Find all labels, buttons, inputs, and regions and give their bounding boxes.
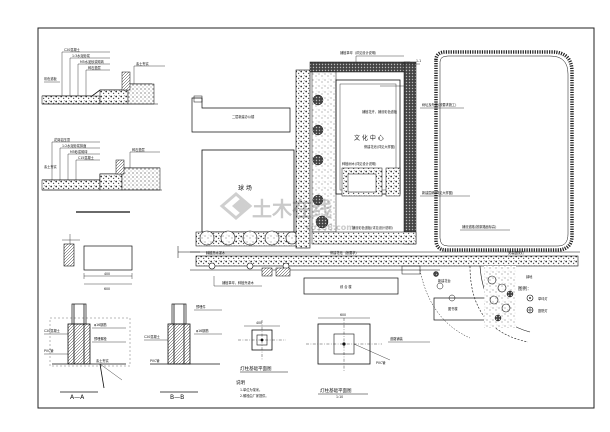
aa-note-4: PVC管 <box>44 348 54 353</box>
paving-section-top: C20混凝土 1:3水泥砂浆 M5水泥砂浆砌砖 碎石垫层 素土夯实 彩色道板 <box>41 47 165 105</box>
callout-13: 新建花台 <box>438 278 451 283</box>
building-south-1-label: 综 合 楼 <box>340 284 352 289</box>
section-top-note-1: C20混凝土 <box>64 47 81 52</box>
callout-6: 树坛及布置(按要求施工) <box>422 102 456 107</box>
aa-note-3: C20混凝土 <box>44 328 61 333</box>
callout-3: 修建花池(详见大样图) <box>364 144 395 149</box>
section-top-note-2: 1:3水泥砂浆 <box>72 53 91 58</box>
plan1-title: 灯柱基础平面图 <box>240 365 272 372</box>
east-green-area: 树坛及布置(按要求施工) 新建围墙(详见大样图) 铺设道路(按原路面标高) <box>420 50 574 252</box>
section-mid-note-3: M5砂浆砌砖 <box>70 149 88 154</box>
bb-note-2: φ16钢筋 <box>196 328 209 333</box>
section-top-leaders <box>61 51 165 96</box>
plan2-title: 灯柱基础平面图 <box>320 387 352 394</box>
planter-section-middle: 花岗岩压顶 1:2水泥砂浆抹面 M5砂浆砌砖 C15混凝土 碎石垫层 素土夯实 <box>41 137 162 213</box>
section-aa-title: A—A <box>70 394 85 401</box>
legend-label-lawn-lamp: 草坪灯 <box>538 296 548 301</box>
callout-7: 新建围墙(详见大样图) <box>422 190 453 195</box>
drawing-border <box>37 27 595 409</box>
callout-14: 绿地 <box>526 274 533 279</box>
remarks: 说明 1.单位为毫米。 2.螺栓由厂家提供。 <box>236 379 269 398</box>
building-existing-label: 二层新建办公楼 <box>232 114 255 119</box>
callout-2: 铺植花卉，铺设彩色道板 <box>362 109 398 114</box>
hedge-row <box>195 230 301 247</box>
grid-label: 1-1 <box>416 59 421 63</box>
watermark-url: co188.com <box>306 223 355 232</box>
callout-4: 种植树木(详见设计说明) <box>342 161 376 166</box>
building-south-2-label: 图书楼 <box>448 306 458 311</box>
callout-12: 铺植草坪，种植乔灌木 <box>222 280 255 285</box>
section-mid-note-2: 1:2水泥砂浆抹面 <box>62 143 86 148</box>
aa-note-1: φ16钢筋 <box>94 322 107 327</box>
callout-15: 道路铺装 <box>390 336 404 341</box>
watermark: 土木在线 co188.com <box>219 192 355 232</box>
section-top-note-4: 碎石垫层 <box>88 65 101 70</box>
bb-note-4: PVC管 <box>150 358 160 363</box>
road-strip: 种植乔木灌木 修建花坛（按要求） 安装庭院灯 <box>190 250 580 275</box>
lamp-row <box>208 262 291 277</box>
se-garden: 绿地 道路铺装 <box>388 265 533 343</box>
section-mid-note-6: 素土夯实 <box>44 164 57 169</box>
aa-note-5: 素土夯实 <box>96 358 109 363</box>
footing-dim-long: 600 <box>104 287 110 291</box>
section-top-note-5: 素土夯实 <box>136 61 149 66</box>
watermark-logo-icon <box>219 192 253 220</box>
plan2-dim: 600 <box>340 313 346 317</box>
existing-office-building: 二层新建办公楼 <box>191 95 291 133</box>
section-mid-note-1: 花岗岩压顶 <box>54 137 71 142</box>
plan2-pvc: PVC管 <box>376 360 386 365</box>
legend-title: 图例： <box>518 285 532 292</box>
section-top-note-3: M5水泥砂浆砌砖 <box>80 59 105 64</box>
watermark-text: 土木在线 <box>252 197 332 221</box>
south-buildings: 综 合 楼 图书楼 铺植草坪，种植乔灌木 新建花台 <box>213 276 493 321</box>
callout-10: 修建花坛（按要求） <box>330 250 359 255</box>
callout-9: 种植乔木灌木 <box>206 250 226 255</box>
legend-label-garden-lamp: 庭院灯 <box>538 308 548 313</box>
footing-dim: 400 <box>104 272 110 276</box>
remark-2: 2.螺栓由厂家提供。 <box>240 393 269 398</box>
section-mid-leaders <box>51 141 160 180</box>
bb-note-3: C20混凝土 <box>144 334 161 339</box>
footing-detail: 400 600 <box>62 234 133 291</box>
section-aa: φ16钢筋 预埋螺栓 C20混凝土 PVC管 素土夯实 A—A <box>44 303 131 401</box>
remark-1: 1.单位为毫米。 <box>240 387 262 392</box>
section-bb-title: B—B <box>170 394 184 401</box>
lamp-footing-plan-2: PVC管 600 灯柱基础平面图 1:10 <box>306 313 391 399</box>
plaza-label: 球 场 <box>238 184 252 192</box>
section-bb: 预埋件 φ16钢筋 C20混凝土 PVC管 B—B <box>144 303 222 401</box>
lamp-footing-plan-1: 400 灯柱基础平面图 <box>238 320 288 373</box>
cultural-center-label: 文 化 中 心 <box>354 134 384 142</box>
plan1-dim: 400 <box>256 321 262 325</box>
callout-1: 铺植草坪（详见设计说明） <box>340 50 378 55</box>
aa-note-2: 预埋螺栓 <box>94 336 108 341</box>
legend-item-lawn-lamp: 草坪灯 <box>526 294 548 302</box>
remarks-title: 说明 <box>236 379 245 386</box>
section-top-note-6: 彩色道板 <box>44 76 58 81</box>
plan2-scale: 1:10 <box>336 395 343 399</box>
bb-note-1: 预埋件 <box>196 304 206 309</box>
callout-8: 铺设道路(按原路面标高) <box>462 224 496 229</box>
circle-dot-icon <box>526 294 534 302</box>
callout-5: 铺设彩色道板(详见设计说明) <box>352 225 393 230</box>
callout-11: 安装庭院灯 <box>508 250 525 255</box>
legend: 图例： 草坪灯 庭院灯 <box>518 285 548 314</box>
section-mid-note-5: 碎石垫层 <box>132 147 145 152</box>
cultural-center-block: 文 化 中 心 铺植草坪（详见设计说明） 铺植花卉，铺设彩色道板 修建花池(详见… <box>295 50 421 249</box>
section-mid-note-4: C15混凝土 <box>78 155 95 160</box>
legend-item-garden-lamp: 庭院灯 <box>526 306 548 314</box>
